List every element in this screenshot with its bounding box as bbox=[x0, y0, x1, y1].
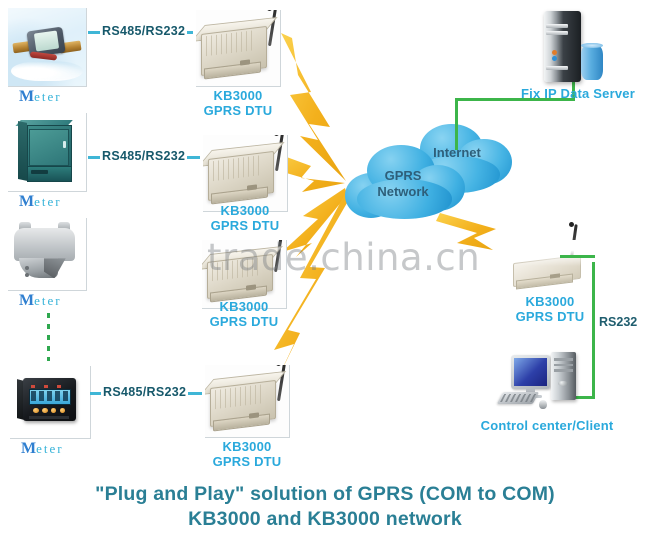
data-server-image bbox=[536, 8, 614, 88]
serial-link-label-2: RS485/RS232 bbox=[100, 149, 188, 163]
server-link-vertical bbox=[455, 98, 458, 150]
more-meters-dotted-link bbox=[47, 313, 50, 361]
internet-cloud-label: Internet bbox=[433, 145, 481, 160]
caption-line-2: KB3000 and KB3000 network bbox=[188, 508, 462, 530]
control-center-label: Control center/Client bbox=[480, 418, 614, 433]
serial-link-label-3: RS485/RS232 bbox=[101, 385, 189, 399]
meter-caption-3: Meter bbox=[19, 292, 62, 309]
rs232-link-top bbox=[592, 262, 595, 398]
bolt-dtu3 bbox=[282, 188, 347, 257]
meter-photo-cabinet bbox=[8, 113, 87, 192]
rs232-link-bottom bbox=[560, 396, 595, 399]
caption-line-1: "Plug and Play" solution of GPRS (COM to… bbox=[95, 483, 555, 505]
serial-link-label-1: RS485/RS232 bbox=[100, 24, 188, 38]
dtu-photo-1 bbox=[196, 10, 281, 87]
dtu-photo-4 bbox=[205, 365, 290, 438]
data-server-label: Fix IP Data Server bbox=[521, 86, 635, 101]
rs232-label: RS232 bbox=[599, 315, 638, 329]
meter-caption-1: Meter bbox=[19, 88, 62, 105]
dtu-photo-2 bbox=[203, 135, 288, 212]
dtu-photo-right bbox=[508, 222, 592, 296]
diagram-caption: "Plug and Play" solution of GPRS (COM to… bbox=[0, 482, 650, 532]
server-link-horizontal bbox=[455, 98, 575, 101]
control-center-pc-image bbox=[496, 348, 594, 422]
gprs-cloud bbox=[342, 140, 467, 222]
meter-photo-gas bbox=[8, 218, 87, 291]
rs232-link-stub bbox=[560, 255, 595, 258]
meter-caption-4: Meter bbox=[21, 440, 64, 457]
meter-photo-water bbox=[8, 8, 87, 87]
meter-caption-2: Meter bbox=[19, 193, 62, 210]
dtu-photo-3 bbox=[202, 240, 287, 309]
server-link-riser bbox=[572, 78, 575, 100]
meter-photo-panel bbox=[10, 366, 91, 439]
bolt-dtu1 bbox=[281, 33, 346, 181]
